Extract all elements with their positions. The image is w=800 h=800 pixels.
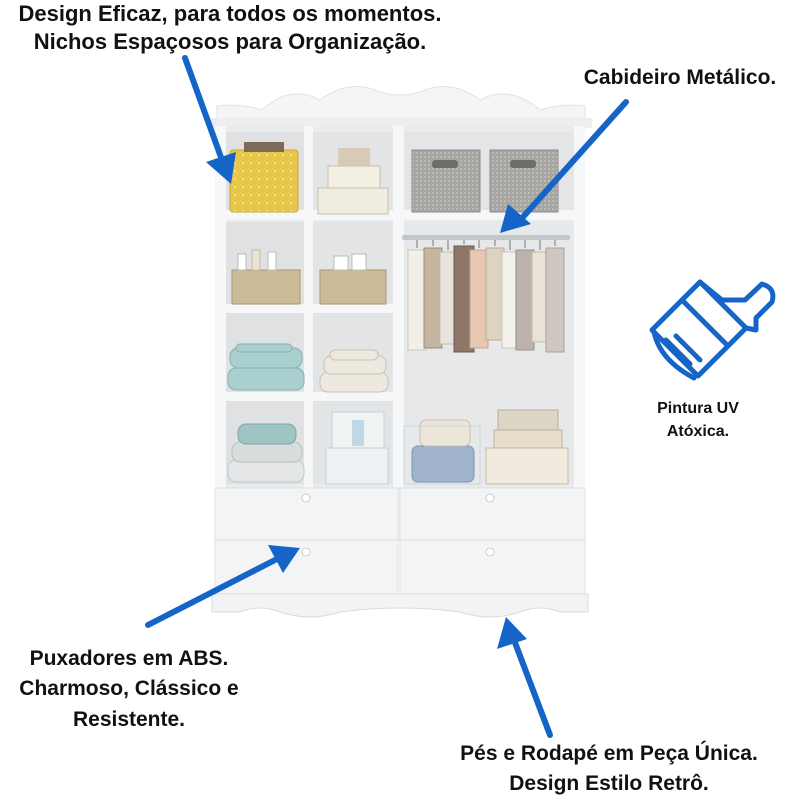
caption-paint-line: Pintura UV	[657, 400, 739, 417]
arrow-handles-head	[268, 545, 300, 573]
arrow-metal-rod	[519, 99, 629, 221]
arrow-feet	[511, 637, 553, 738]
drawer-knob	[485, 547, 495, 557]
wardrobe-crown	[216, 86, 586, 121]
caption-handles-line: Puxadores em ABS.	[29, 647, 229, 670]
caption-handles-line: Resistente.	[72, 707, 186, 731]
arrow-handles	[145, 557, 278, 628]
arrow-metal-rod-head	[500, 204, 531, 233]
caption-design: Design Eficaz, para todos os momentos. N…	[0, 0, 460, 56]
arrow-design	[182, 55, 225, 163]
drawer-knob	[301, 547, 311, 557]
drawer-knob	[485, 493, 495, 503]
arrow-design-head	[206, 152, 236, 184]
caption-feet: Pés e Rodapé em Peça Única. Design Estil…	[418, 739, 800, 800]
caption-metal-rod-line: Cabideiro Metálico.	[583, 66, 777, 89]
caption-feet-line: Design Estilo Retrô.	[509, 772, 709, 796]
drawer-knob	[301, 493, 311, 503]
caption-paint-line: Atóxica.	[666, 423, 730, 441]
caption-design-line: Design Eficaz, para todos os momentos.	[18, 1, 442, 26]
hanging-rod	[402, 235, 570, 240]
caption-paint: Pintura UV Atóxica.	[628, 397, 768, 443]
caption-metal-rod: Cabideiro Metálico.	[560, 65, 800, 92]
caption-handles-line: Charmoso, Clássico e	[19, 677, 239, 701]
caption-handles: Puxadores em ABS. Charmoso, Clássico e R…	[0, 644, 258, 735]
arrow-feet-head	[497, 617, 527, 649]
caption-design-line: Nichos Espaçosos para Organização.	[33, 29, 427, 55]
caption-feet-line: Pés e Rodapé em Peça Única.	[460, 742, 758, 765]
wardrobe-plinth	[211, 593, 589, 618]
